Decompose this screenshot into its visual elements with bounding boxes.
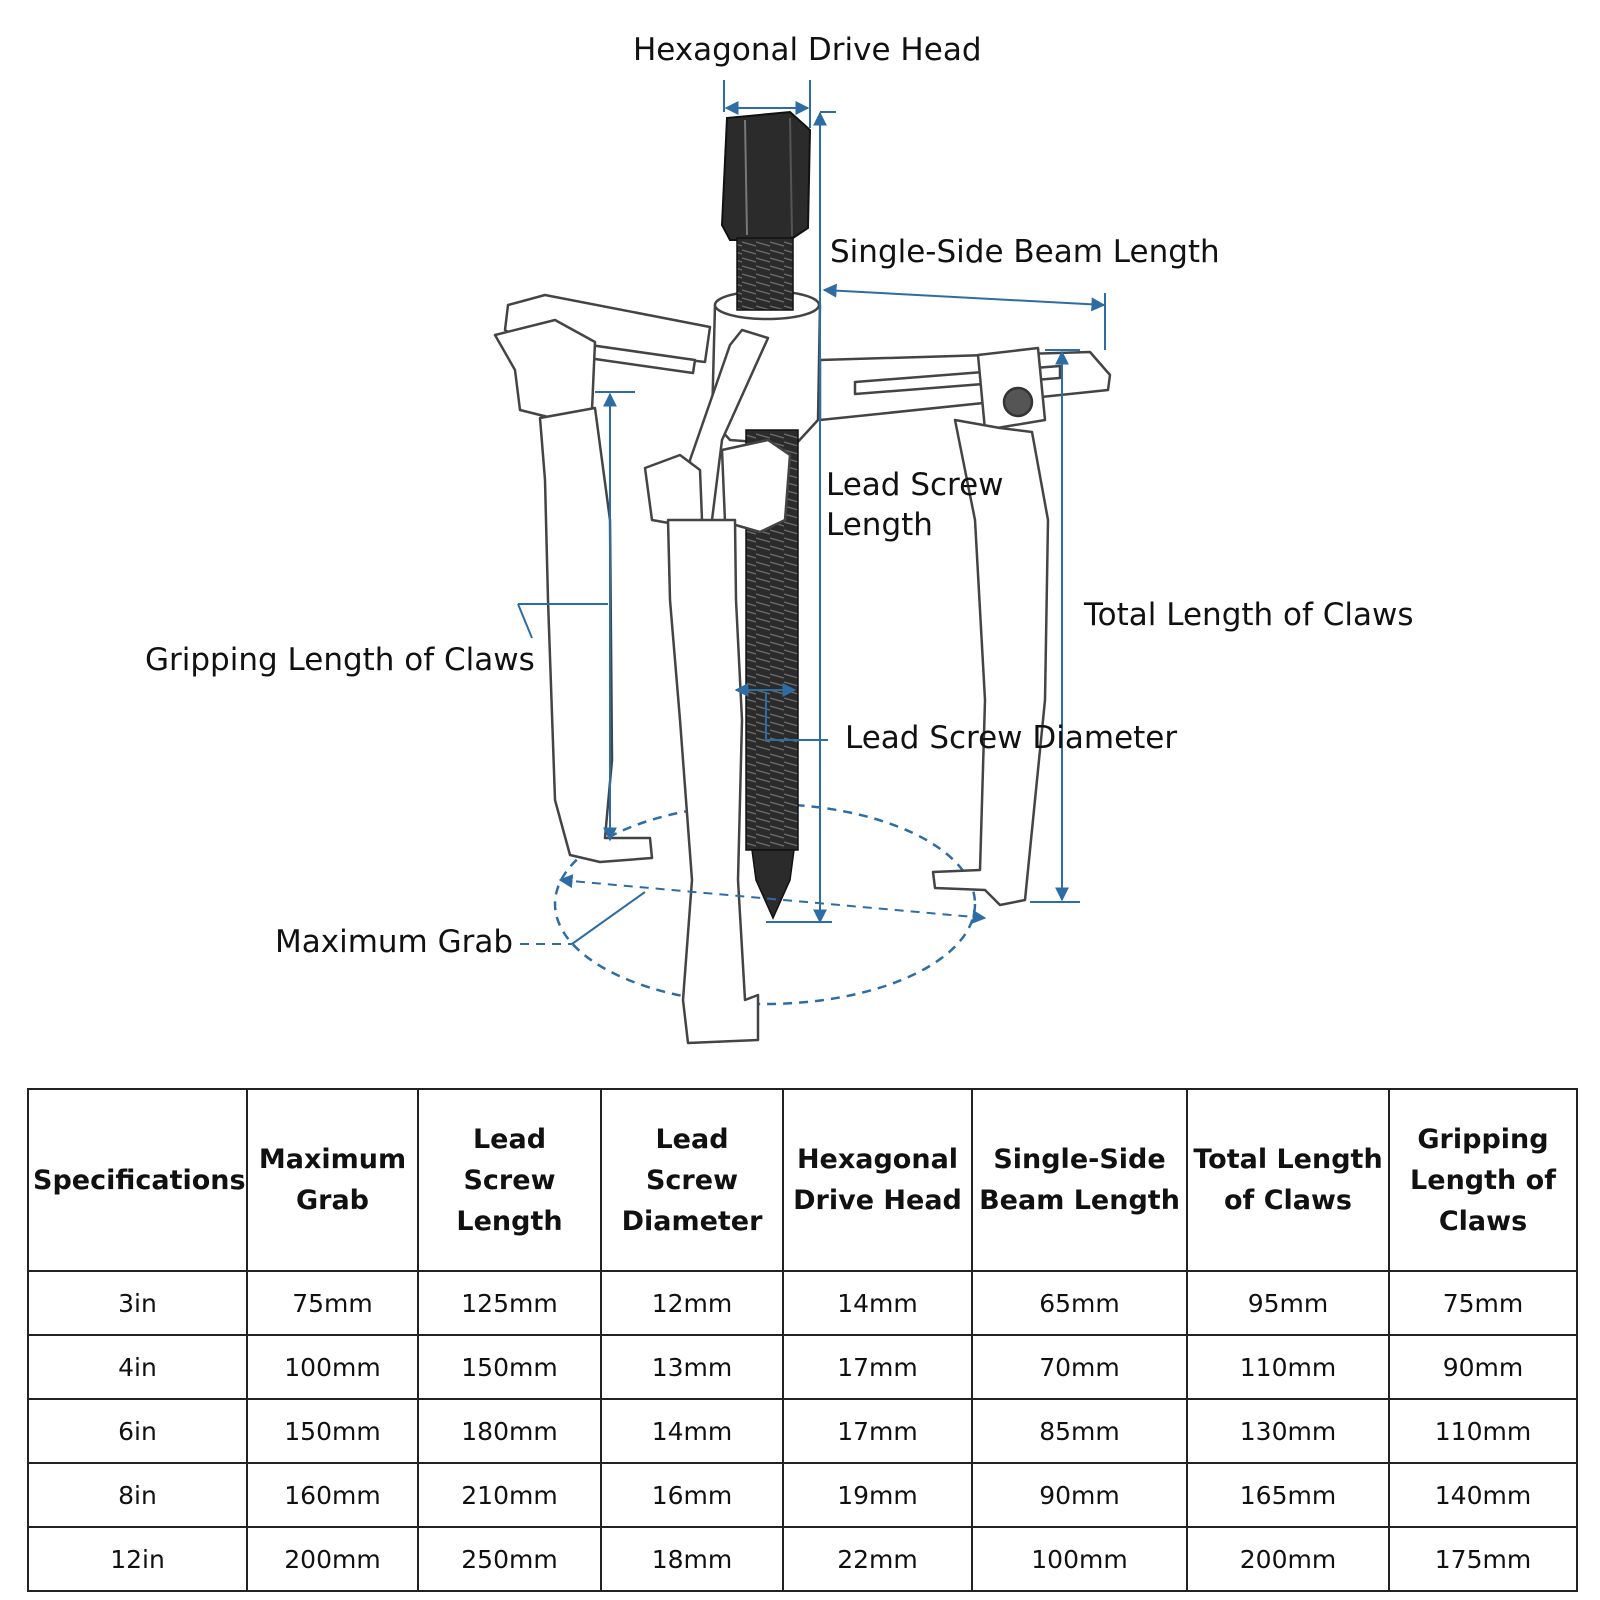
cell-total-length-of-claws: 95mm (1186, 1270, 1390, 1336)
left-beam (503, 293, 712, 375)
label-hexagonal-drive-head: Hexagonal Drive Head (633, 32, 982, 68)
right-beam (818, 350, 1112, 422)
header-total-length-of-claws: Total Length of Claws (1186, 1088, 1390, 1272)
header-specifications: Specifications (27, 1088, 248, 1272)
table-row: 12in 200mm 250mm 18mm 22mm 100mm 200mm 1… (27, 1526, 1578, 1592)
cell-spec: 4in (27, 1334, 248, 1400)
cell-maximum-grab: 75mm (246, 1270, 419, 1336)
cell-lead-screw-length: 150mm (417, 1334, 602, 1400)
header-lead-screw-length: Lead Screw Length (417, 1088, 602, 1272)
cell-single-side-beam-length: 100mm (971, 1526, 1188, 1592)
cell-maximum-grab: 160mm (246, 1462, 419, 1528)
cell-lead-screw-diameter: 18mm (600, 1526, 784, 1592)
cell-spec: 12in (27, 1526, 248, 1592)
cell-gripping-length-of-claws: 140mm (1388, 1462, 1578, 1528)
label-single-side-beam-length: Single-Side Beam Length (830, 234, 1220, 270)
cell-maximum-grab: 150mm (246, 1398, 419, 1464)
cell-lead-screw-length: 180mm (417, 1398, 602, 1464)
header-single-side-beam-length: Single-Side Beam Length (971, 1088, 1188, 1272)
specifications-table: Specifications Maximum Grab Lead Screw L… (27, 1088, 1578, 1592)
header-gripping-length-of-claws: Gripping Length of Claws (1388, 1088, 1578, 1272)
three-jaw-puller-illustration (493, 80, 1112, 1045)
header-lead-screw-diameter: Lead Screw Diameter (600, 1088, 784, 1272)
cell-maximum-grab: 200mm (246, 1526, 419, 1592)
label-gripping-length-of-claws: Gripping Length of Claws (145, 642, 535, 678)
cell-lead-screw-diameter: 13mm (600, 1334, 784, 1400)
cell-gripping-length-of-claws: 110mm (1388, 1398, 1578, 1464)
header-maximum-grab: Maximum Grab (246, 1088, 419, 1272)
cell-hexagonal-drive-head: 22mm (782, 1526, 973, 1592)
cell-lead-screw-diameter: 12mm (600, 1270, 784, 1336)
cell-maximum-grab: 100mm (246, 1334, 419, 1400)
cell-gripping-length-of-claws: 175mm (1388, 1526, 1578, 1592)
lead-screw-tip (751, 849, 795, 920)
header-hexagonal-drive-head: Hexagonal Drive Head (782, 1088, 973, 1272)
hex-drive-head (720, 110, 812, 241)
cell-total-length-of-claws: 110mm (1186, 1334, 1390, 1400)
cell-single-side-beam-length: 85mm (971, 1398, 1188, 1464)
right-claw (931, 346, 1050, 907)
table-row: 8in 160mm 210mm 16mm 19mm 90mm 165mm 140… (27, 1462, 1578, 1528)
cell-spec: 3in (27, 1270, 248, 1336)
cell-hexagonal-drive-head: 19mm (782, 1462, 973, 1528)
cell-hexagonal-drive-head: 14mm (782, 1270, 973, 1336)
table-row: 6in 150mm 180mm 14mm 17mm 85mm 130mm 110… (27, 1398, 1578, 1464)
cell-lead-screw-length: 125mm (417, 1270, 602, 1336)
cell-spec: 6in (27, 1398, 248, 1464)
cell-single-side-beam-length: 70mm (971, 1334, 1188, 1400)
cell-total-length-of-claws: 200mm (1186, 1526, 1390, 1592)
cell-lead-screw-diameter: 14mm (600, 1398, 784, 1464)
label-lead-screw-diameter: Lead Screw Diameter (845, 720, 1178, 756)
cell-hexagonal-drive-head: 17mm (782, 1334, 973, 1400)
left-claw (493, 318, 654, 864)
cell-lead-screw-diameter: 16mm (600, 1462, 784, 1528)
cell-gripping-length-of-claws: 75mm (1388, 1270, 1578, 1336)
cell-lead-screw-length: 210mm (417, 1462, 602, 1528)
label-maximum-grab: Maximum Grab (275, 924, 514, 960)
cell-lead-screw-length: 250mm (417, 1526, 602, 1592)
cell-gripping-length-of-claws: 90mm (1388, 1334, 1578, 1400)
puller-diagram: Hexagonal Drive Head Single-Side Beam Le… (145, 32, 1414, 1045)
cell-total-length-of-claws: 165mm (1186, 1462, 1390, 1528)
cell-single-side-beam-length: 90mm (971, 1462, 1188, 1528)
table-header-row: Specifications Maximum Grab Lead Screw L… (27, 1088, 1578, 1272)
label-lead-screw-length: Lead Screw Length (826, 467, 1004, 543)
label-total-length-of-claws: Total Length of Claws (1084, 597, 1414, 633)
table-row: 3in 75mm 125mm 12mm 14mm 65mm 95mm 75mm (27, 1270, 1578, 1336)
cell-spec: 8in (27, 1462, 248, 1528)
table-row: 4in 100mm 150mm 13mm 17mm 70mm 110mm 90m… (27, 1334, 1578, 1400)
dimension-lines (517, 80, 1106, 945)
lead-screw-upper (736, 237, 794, 311)
cell-hexagonal-drive-head: 17mm (782, 1398, 973, 1464)
cell-single-side-beam-length: 65mm (971, 1270, 1188, 1336)
cell-total-length-of-claws: 130mm (1186, 1398, 1390, 1464)
